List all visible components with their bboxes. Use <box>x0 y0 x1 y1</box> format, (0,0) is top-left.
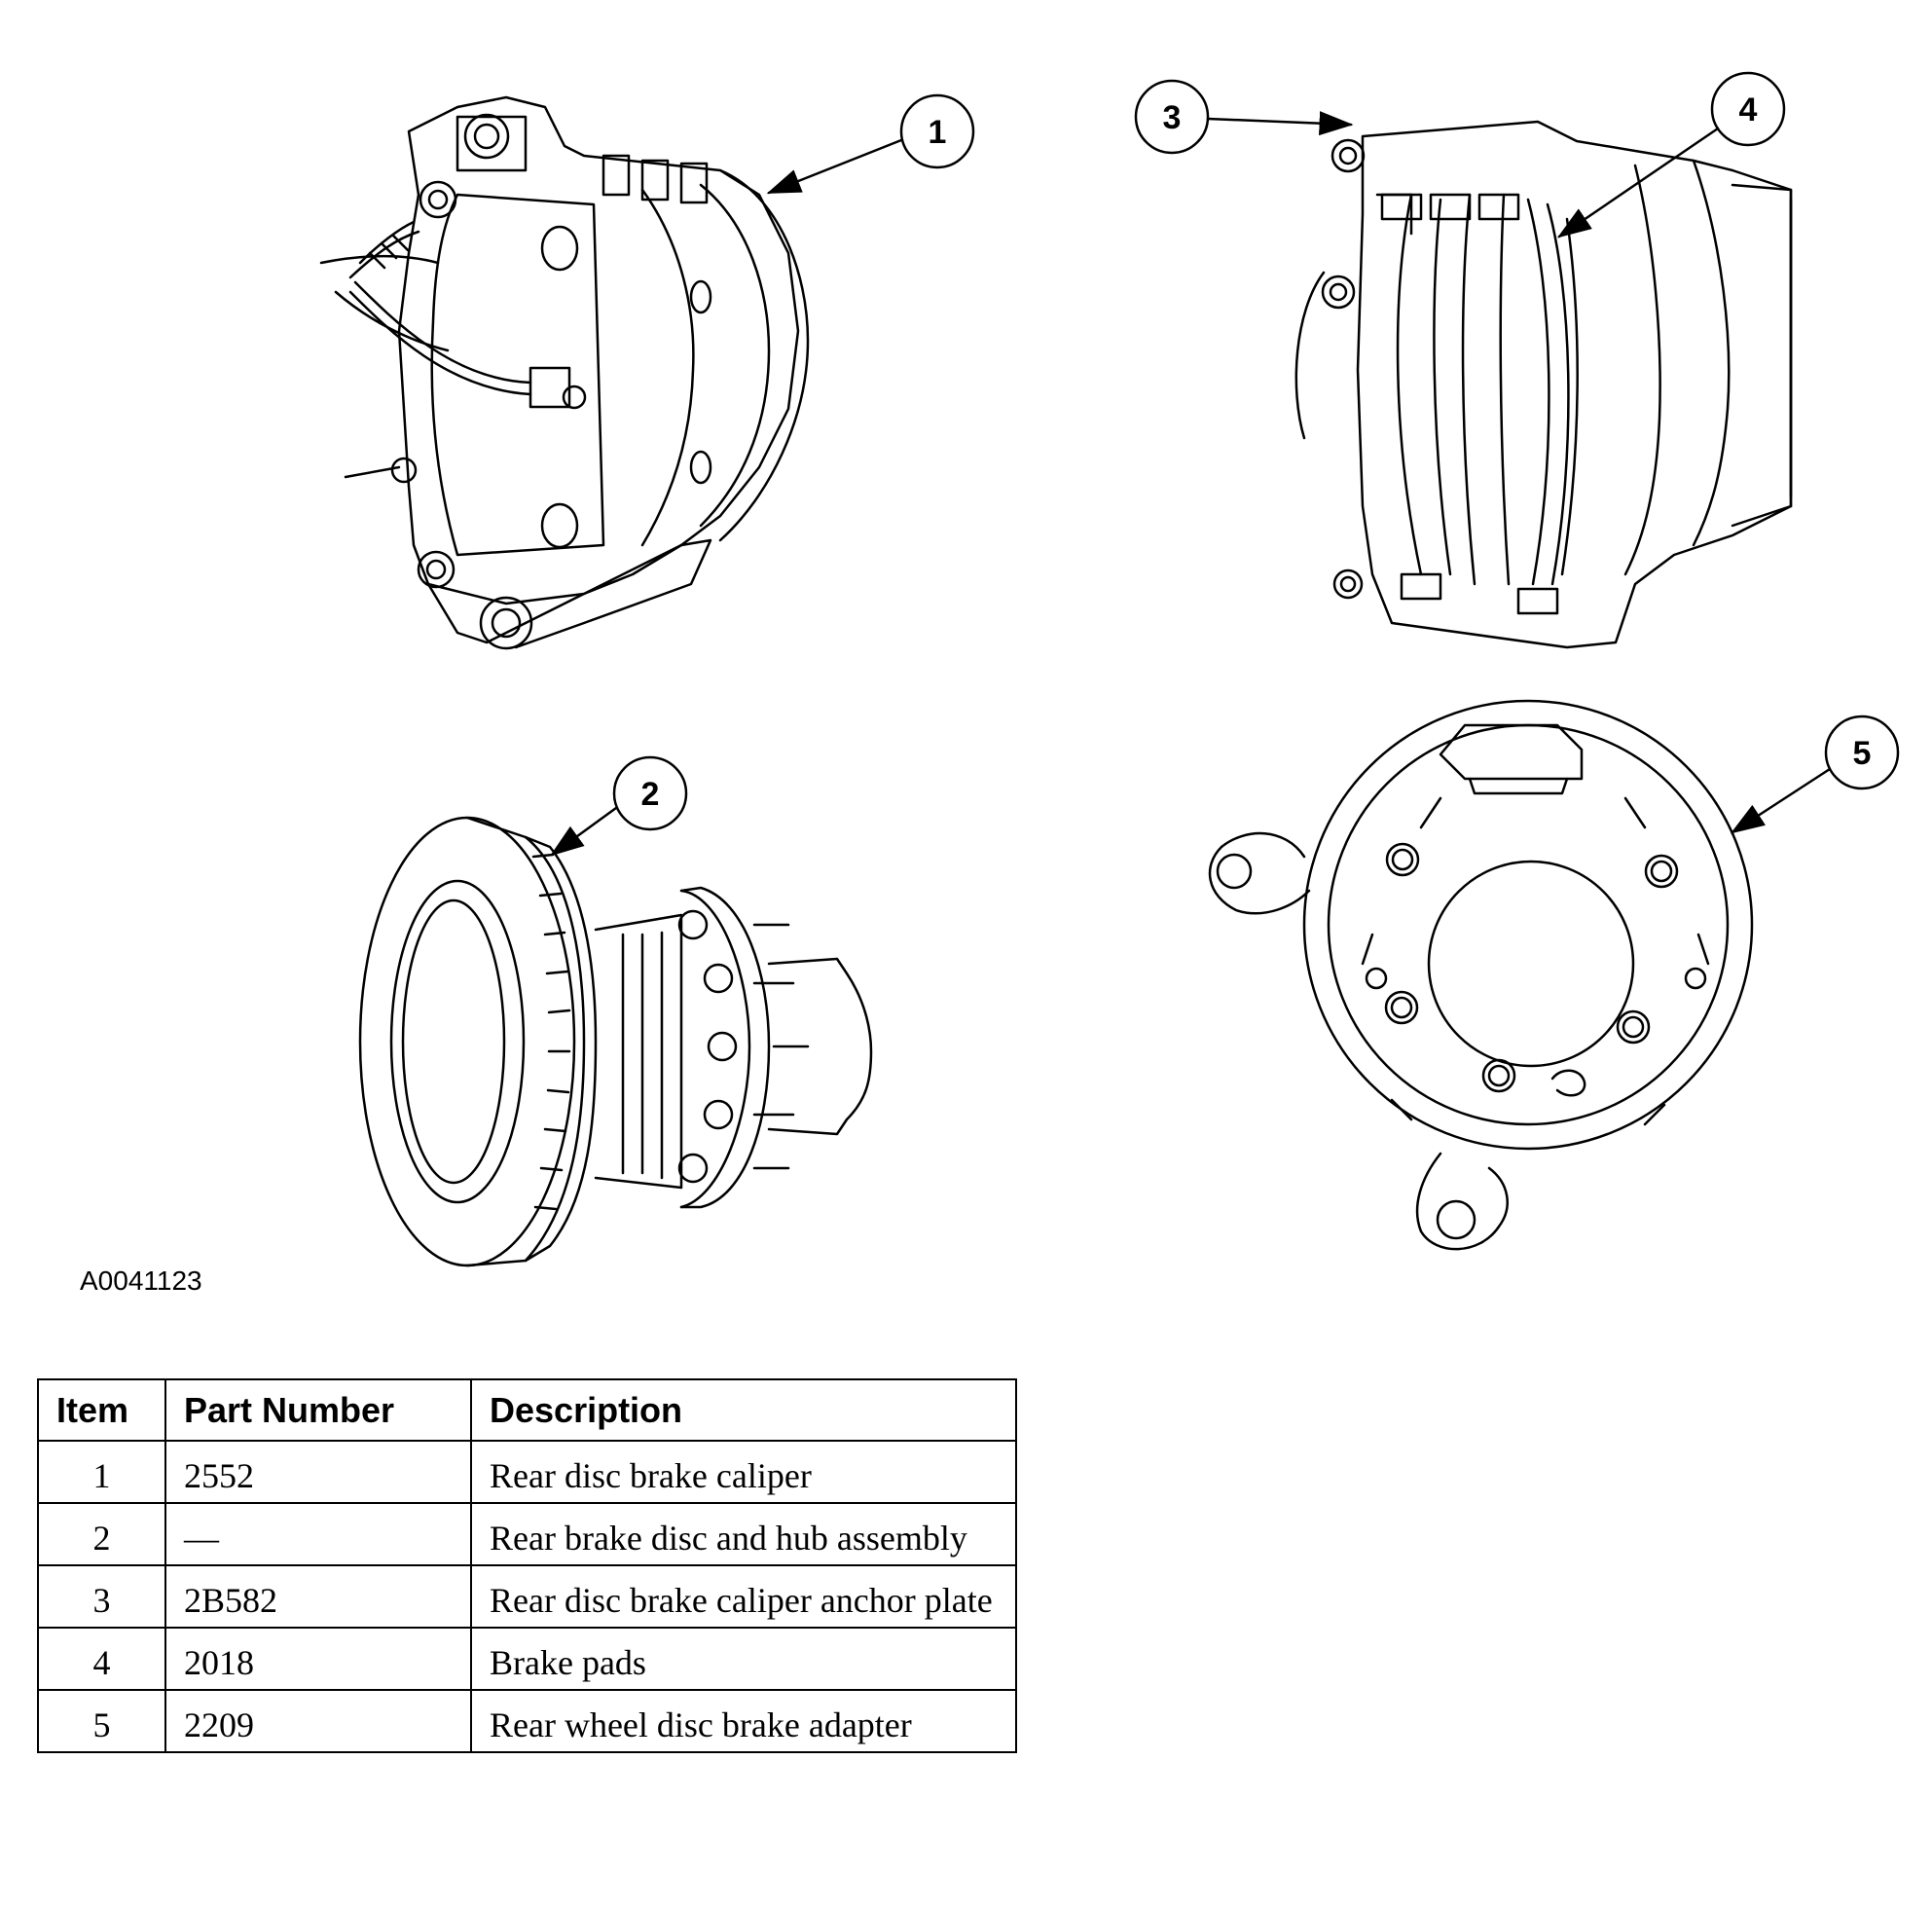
item-cell: 1 <box>37 1440 166 1504</box>
callout-3 <box>1134 79 1354 155</box>
table-row: 5 2209 Rear wheel disc brake adapter <box>37 1689 1017 1753</box>
description-cell: Brake pads <box>470 1627 1017 1691</box>
callout-5 <box>1730 715 1900 834</box>
header-description: Description <box>470 1378 1017 1442</box>
adapter-drawing <box>1208 699 1754 1251</box>
item-cell: 5 <box>37 1689 166 1753</box>
exploded-diagram: 1 3 4 2 5 <box>319 71 1900 1267</box>
part-number-cell: 2B582 <box>164 1564 472 1629</box>
table-header-row: Item Part Number Description <box>37 1378 1017 1442</box>
description-cell: Rear disc brake caliper <box>470 1440 1017 1504</box>
table-row: 4 2018 Brake pads <box>37 1627 1017 1691</box>
parts-table: Item Part Number Description 1 2552 Rear… <box>37 1378 1017 1753</box>
description-cell: Rear wheel disc brake adapter <box>470 1689 1017 1753</box>
disc-hub-drawing <box>358 816 873 1267</box>
callout-2 <box>549 755 688 857</box>
part-number-cell: 2018 <box>164 1627 472 1691</box>
item-cell: 2 <box>37 1502 166 1566</box>
callout-5-label: 5 <box>1853 735 1872 772</box>
header-part-number: Part Number <box>164 1378 472 1442</box>
callout-2-label: 2 <box>641 776 660 813</box>
description-cell: Rear brake disc and hub assembly <box>470 1502 1017 1566</box>
table-row: 3 2B582 Rear disc brake caliper anchor p… <box>37 1564 1017 1629</box>
part-number-cell: 2552 <box>164 1440 472 1504</box>
anchor-plate-drawing <box>1294 120 1793 649</box>
part-number-cell: — <box>164 1502 472 1566</box>
table-row: 2 — Rear brake disc and hub assembly <box>37 1502 1017 1566</box>
description-cell: Rear disc brake caliper anchor plate <box>470 1564 1017 1629</box>
callout-4-label: 4 <box>1739 92 1758 128</box>
item-cell: 4 <box>37 1627 166 1691</box>
callout-1-label: 1 <box>929 114 947 151</box>
part-number-cell: 2209 <box>164 1689 472 1753</box>
callout-1 <box>766 93 975 195</box>
header-item: Item <box>37 1378 166 1442</box>
table-row: 1 2552 Rear disc brake caliper <box>37 1440 1017 1504</box>
callout-4 <box>1556 71 1786 238</box>
callout-3-label: 3 <box>1163 99 1182 136</box>
figure-id: A0041123 <box>80 1265 202 1296</box>
caliper-drawing <box>319 95 810 650</box>
item-cell: 3 <box>37 1564 166 1629</box>
